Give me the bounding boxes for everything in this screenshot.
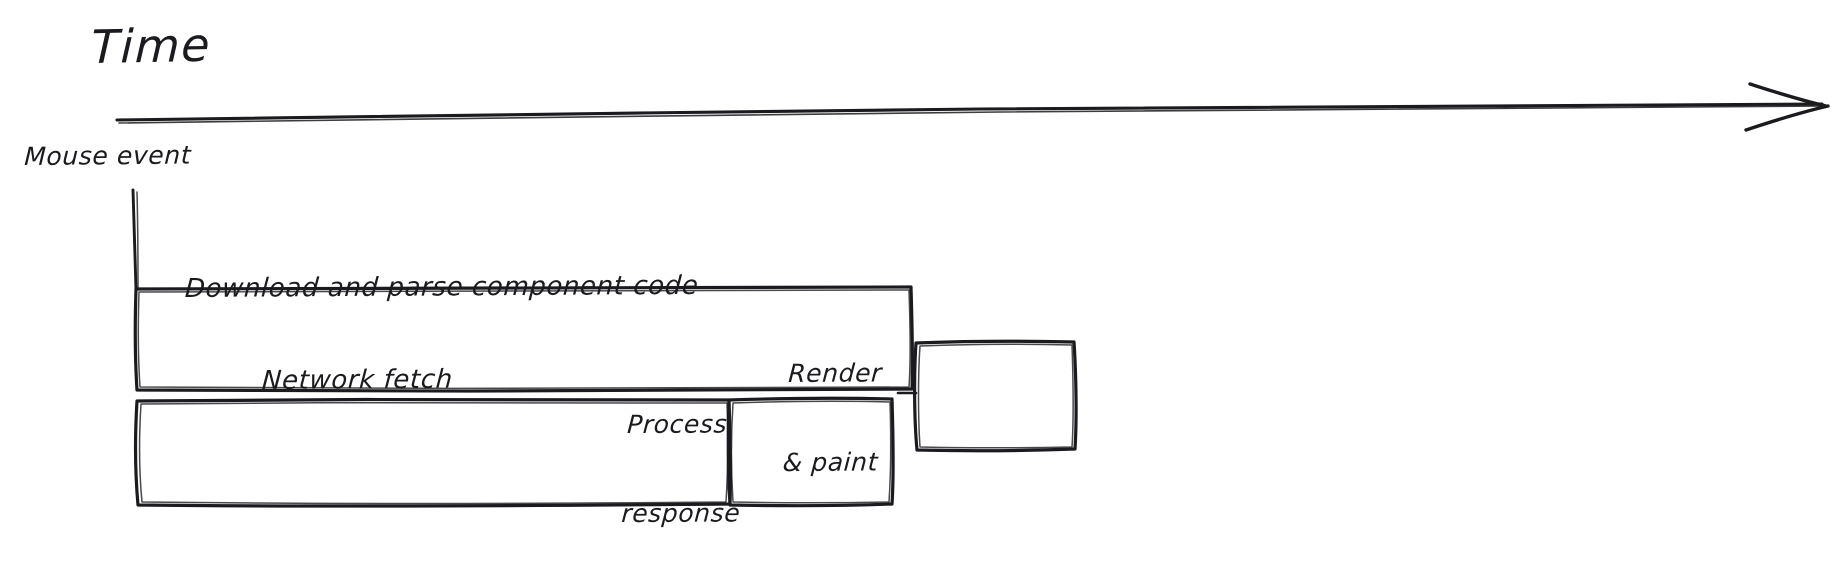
render-and-paint-label-line1: Render bbox=[787, 358, 884, 389]
process-response-label-line1: Process bbox=[626, 409, 729, 440]
arrowhead-lower-stroke bbox=[1744, 104, 1830, 132]
render-and-paint-label-line2: & paint bbox=[781, 446, 880, 477]
page-title: Time bbox=[90, 17, 212, 75]
box-process-outline bbox=[726, 396, 895, 508]
render-and-paint-label: Render & paint bbox=[778, 299, 888, 536]
box-render-outline bbox=[913, 339, 1078, 453]
box-render-and-paint[interactable] bbox=[896, 339, 1078, 453]
time-axis-arrow bbox=[115, 82, 1830, 132]
process-response-label-line2: response bbox=[620, 497, 742, 528]
box-process-response[interactable] bbox=[726, 396, 895, 508]
time-axis-line bbox=[115, 102, 1824, 122]
vertical-tick-icon bbox=[131, 188, 138, 291]
box-process-outline-echo bbox=[730, 400, 892, 504]
download-and-parse-label: Download and parse component code bbox=[184, 270, 700, 305]
box-network-outline-echo bbox=[138, 401, 729, 505]
mouse-event-label: Mouse event bbox=[23, 140, 192, 172]
arrowhead-upper-stroke bbox=[1748, 82, 1828, 108]
process-response-label: Process response bbox=[617, 350, 751, 587]
box-download-outline bbox=[133, 285, 915, 393]
mouse-event-tick bbox=[131, 188, 139, 291]
box-render-outline-echo bbox=[917, 343, 1074, 449]
vertical-tick-icon-echo bbox=[136, 191, 139, 290]
network-fetch-label: Network fetch bbox=[261, 364, 454, 397]
